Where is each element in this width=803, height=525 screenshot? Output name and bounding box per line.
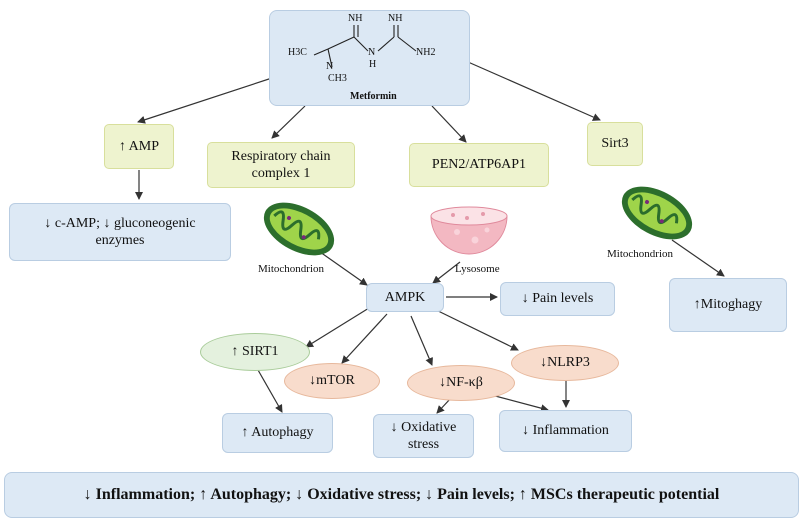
- atom-nh-b: NH: [388, 13, 403, 24]
- atom-n1: N: [326, 61, 334, 72]
- mitochondrion-label-left: Mitochondrion: [258, 263, 324, 275]
- arrow-lyso-ampk: [432, 261, 461, 284]
- summary-bar: ↓ Inflammation; ↑ Autophagy; ↓ Oxidative…: [4, 472, 799, 518]
- mitophagy-box: ↑Mitoghagy: [669, 278, 787, 332]
- sirt1-ellipse: ↑ SIRT1: [200, 333, 310, 371]
- lysosome-label: Lysosome: [455, 263, 500, 275]
- inflammation-box: ↓ Inflammation: [499, 410, 632, 452]
- arrow-ampk-nfkb: [410, 315, 433, 366]
- sirt3-box: Sirt3: [587, 122, 643, 166]
- pen2-box: PEN2/ATP6AP1: [409, 143, 549, 187]
- camp-box: ↓ c-AMP; ↓ gluconeogenic enzymes: [9, 203, 231, 261]
- ampk-box: AMPK: [366, 283, 444, 312]
- arrow-metformin-respiratory: [271, 105, 306, 139]
- autophagy-box: ↑ Autophagy: [222, 413, 333, 453]
- respiratory-chain-box: Respiratory chain complex 1: [207, 142, 355, 188]
- arrow-metformin-pen2: [431, 105, 467, 143]
- atom-h3c: H3C: [288, 47, 307, 58]
- mtor-ellipse: ↓mTOR: [284, 363, 380, 399]
- arrow-sirt1-autophagy: [257, 369, 283, 413]
- oxidative-stress-box: ↓ Oxidative stress: [373, 414, 474, 458]
- atom-ch3: CH3: [328, 73, 347, 84]
- metformin-box: H3C N CH3 NH NH N H NH2 Metformin: [269, 10, 470, 106]
- nlrp3-ellipse: ↓NLRP3: [511, 345, 619, 381]
- atom-n-h: N: [368, 47, 376, 58]
- atom-h: H: [369, 59, 377, 70]
- arrow-ampk-sirt1: [305, 307, 370, 348]
- arrow-ampk-mtor: [341, 313, 388, 364]
- arrow-metformin-sirt3: [467, 61, 601, 121]
- arrow-mito3-mitophagy: [671, 239, 725, 277]
- mitochondrion-label-right: Mitochondrion: [607, 248, 673, 260]
- atom-nh-a: NH: [348, 13, 363, 24]
- mitochondrion-icon: [263, 202, 335, 256]
- amp-box: ↑ AMP: [104, 124, 174, 169]
- mitochondrion-icon: [621, 186, 693, 240]
- nfkb-ellipse: ↓NF-κβ: [407, 365, 515, 401]
- atom-nh2: NH2: [416, 47, 436, 58]
- metformin-structure: [313, 25, 417, 68]
- arrow-ampk-nlrp3: [431, 307, 519, 351]
- pain-levels-box: ↓ Pain levels: [500, 282, 615, 316]
- arrow-metformin-amp: [137, 77, 273, 124]
- metformin-label: Metformin: [350, 91, 397, 102]
- lysosome-icon: [430, 206, 508, 255]
